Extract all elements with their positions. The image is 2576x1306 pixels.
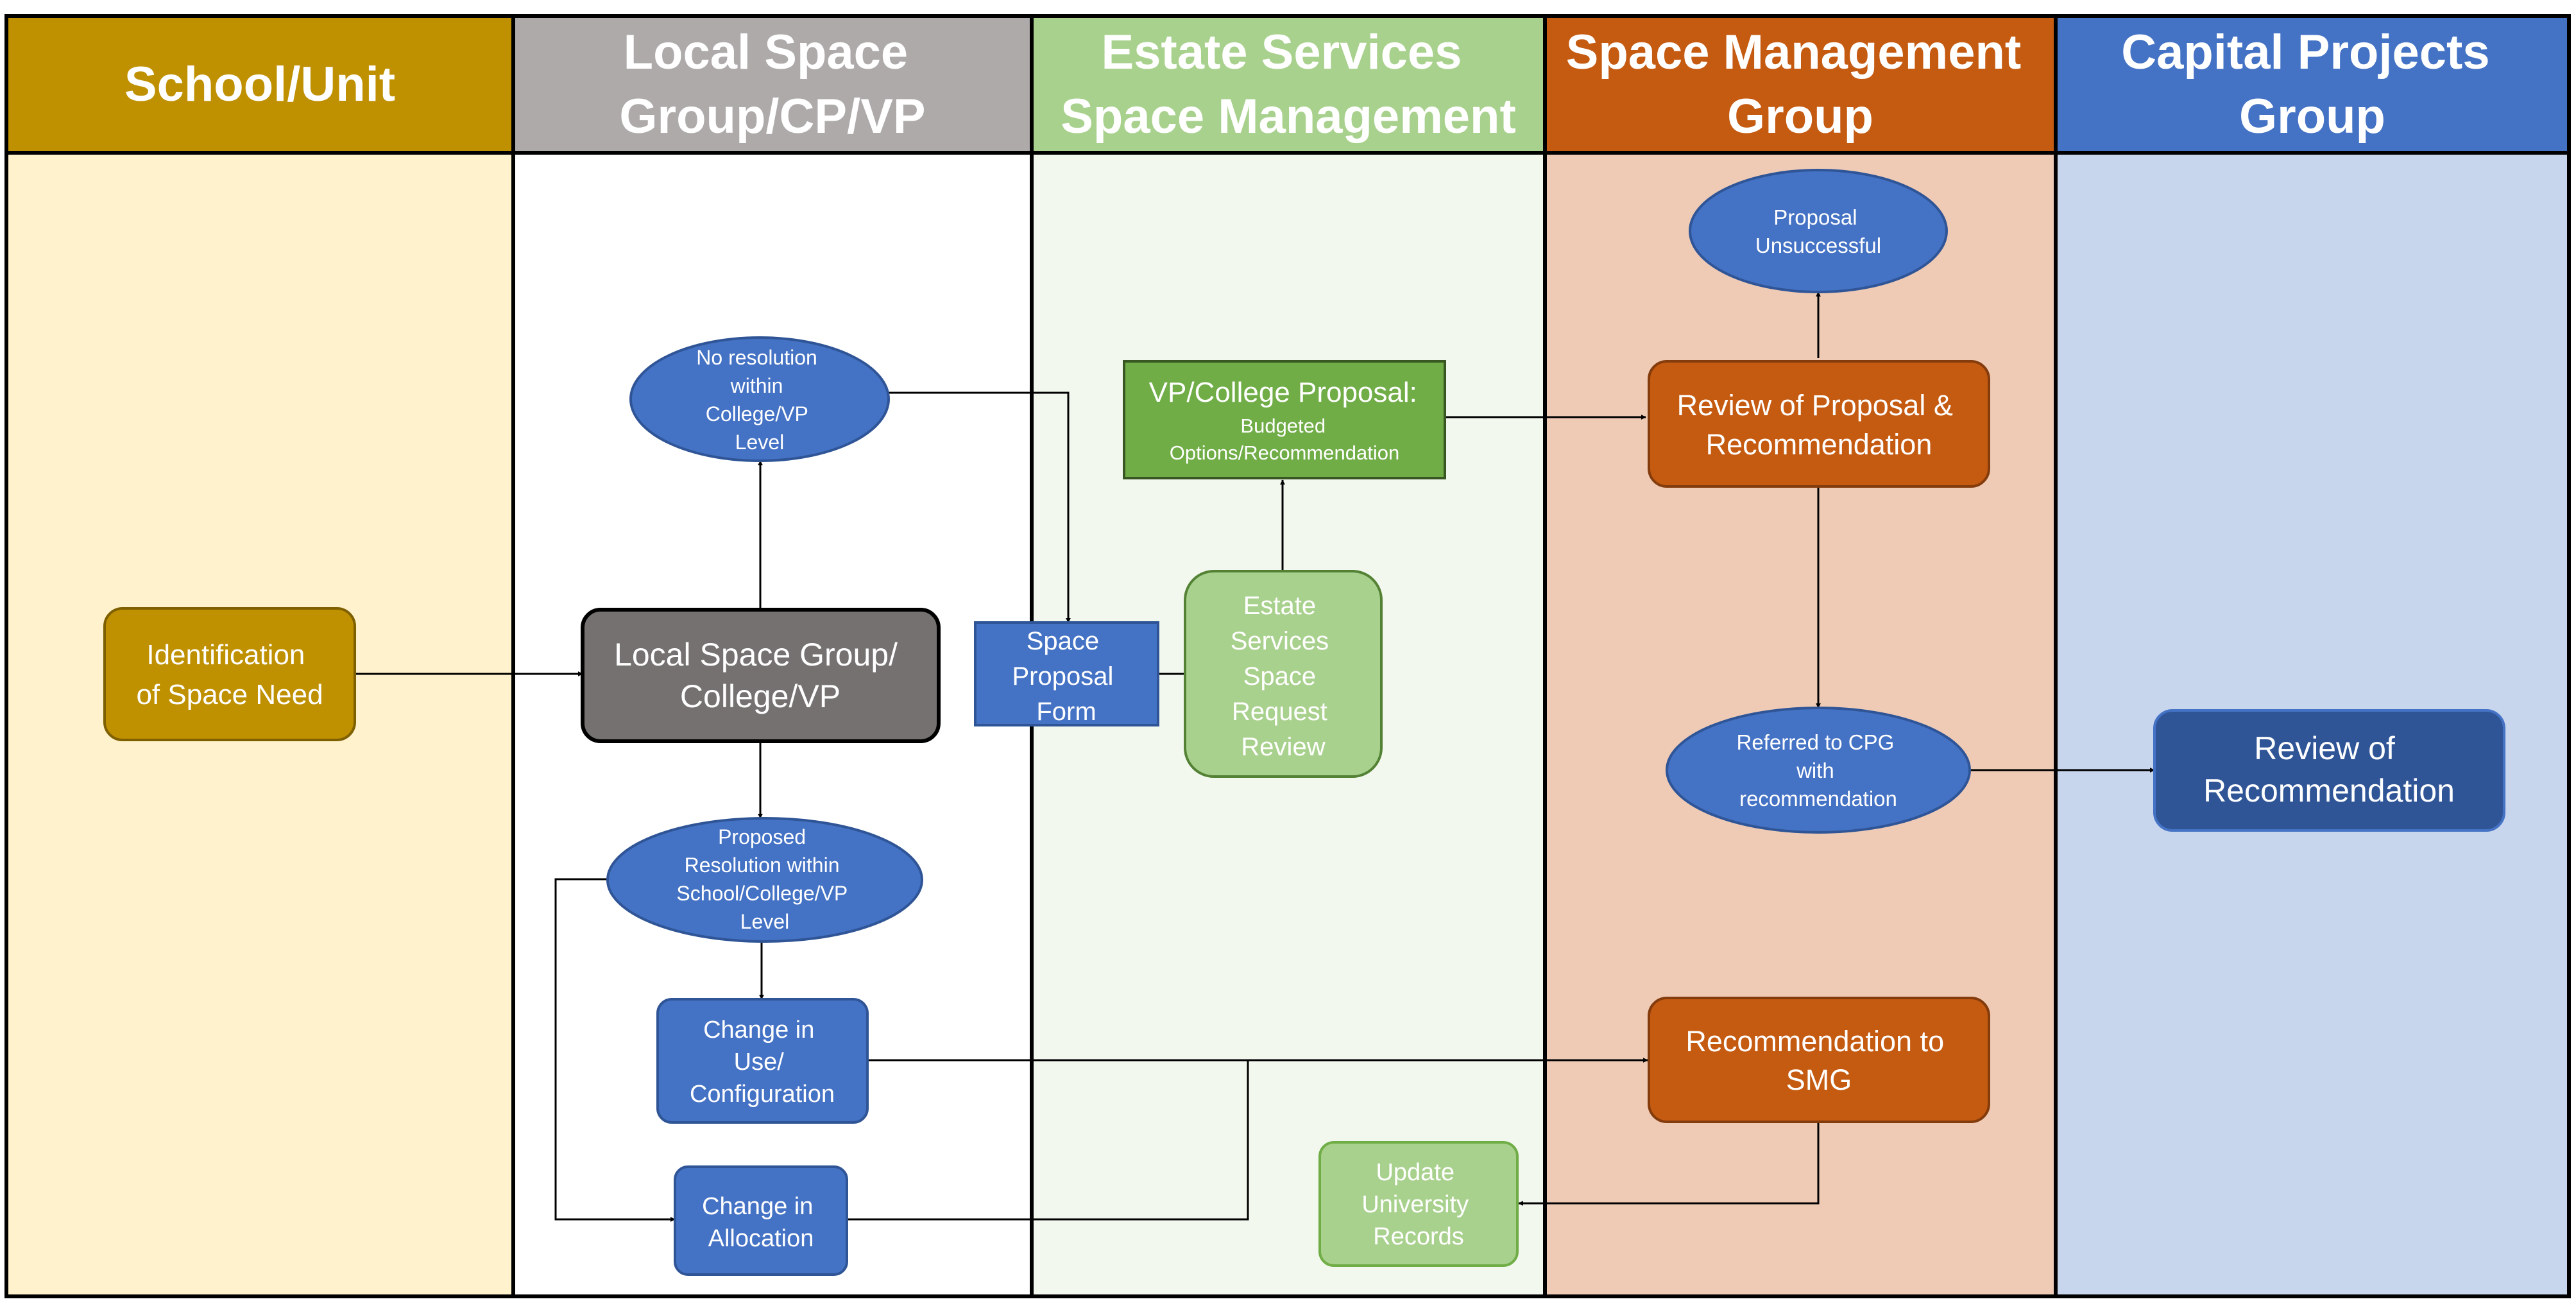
arrow-change-allocation-to-recommendation-smg: [847, 1060, 1249, 1221]
connectors: [355, 291, 2155, 1222]
svg-text:Space Proposal: Space Proposal Form: [1012, 627, 1121, 726]
svg-text:Update University: Update University Records: [1361, 1159, 1475, 1250]
lane-headers: School/Unit Local Space Group/CP/VP Esta…: [4, 14, 2571, 155]
lane-header-cpg: [2054, 14, 2571, 155]
svg-text:No resolution within: No resolution within College/VP Level: [696, 346, 823, 454]
lane-title-school: School/Unit: [124, 57, 395, 112]
node-referred-to-cpg: Referred to CPG with recommendation: [1666, 707, 1971, 834]
node-estate-services-review: Estate Services Space Request Review: [1184, 570, 1383, 778]
arrow-recommendation-smg-to-update-records: [1518, 1122, 1820, 1206]
node-change-in-allocation: Change in Allocation: [674, 1165, 848, 1276]
node-review-of-recommendation: Review of Recommendation: [2153, 709, 2505, 832]
node-recommendation-to-smg: Recommendation to SMG: [1648, 997, 1990, 1123]
node-update-university-records: Update University Records: [1318, 1141, 1519, 1267]
svg-text:Change in Use/: Change in Use/ Configuration: [690, 1017, 835, 1108]
node-identification-of-space-need: Identification of Space Need: [103, 607, 356, 741]
node-review-of-proposal: Review of Proposal & Recommendation: [1648, 360, 1990, 488]
svg-text:Recommendation to SM: Recommendation to SMG: [1685, 1025, 1952, 1096]
node-space-proposal-form: Space Proposal Form: [974, 621, 1159, 726]
svg-text:VP/College Proposal:: VP/College Proposal: Budgeted Options/Re…: [1149, 377, 1420, 464]
svg-text:Estate Services: Estate Services Space Request Review: [1231, 592, 1336, 761]
lane-header-school: [4, 14, 515, 155]
svg-text:Identification of Sp: Identification of Space Need: [136, 639, 323, 710]
node-local-space-group: Local Space Group/ College/VP: [581, 608, 941, 743]
nodes: Identification of Space Need Local Space…: [103, 169, 2505, 1276]
lane-header-smg: [1543, 14, 2058, 155]
arrow-no-resolution-to-proposal-form: [889, 391, 1071, 623]
svg-text:Review of Recommenda: Review of Recommendation: [2203, 730, 2455, 809]
lane-title-cpg: Capital Projects Group: [2121, 25, 2503, 144]
node-vp-college-proposal: VP/College Proposal: Budgeted Options/Re…: [1123, 360, 1446, 479]
lane-header-estate: [1030, 14, 1547, 155]
svg-text:Change in Allocation: Change in Allocation: [702, 1193, 820, 1252]
svg-text:Proposed Resolution: Proposed Resolution within School/Colleg…: [676, 825, 853, 933]
node-proposed-resolution: Proposed Resolution within School/Colleg…: [606, 817, 923, 943]
arrow-proposed-resolution-to-change-allocation: [554, 878, 676, 1222]
svg-text:Review of Proposal &: Review of Proposal & Recommendation: [1677, 389, 1961, 461]
svg-text:Proposal Unsuccessfu: Proposal Unsuccessful: [1755, 205, 1881, 257]
svg-text:Local Space Group/ C: Local Space Group/ College/VP: [614, 637, 907, 714]
lane-title-smg: Space Management Group: [1566, 25, 2035, 144]
lane-title-local: Local Space Group/CP/VP: [619, 25, 925, 144]
lane-header-local: [511, 14, 1034, 155]
svg-text:Referred to CPG with: Referred to CPG with recommendation: [1737, 730, 1900, 811]
lane-title-estate: Estate Services Space Management: [1061, 25, 1516, 144]
node-change-in-use: Change in Use/ Configuration: [656, 998, 869, 1124]
node-no-resolution: No resolution within College/VP Level: [629, 336, 890, 462]
node-proposal-unsuccessful: Proposal Unsuccessful: [1689, 169, 1948, 293]
